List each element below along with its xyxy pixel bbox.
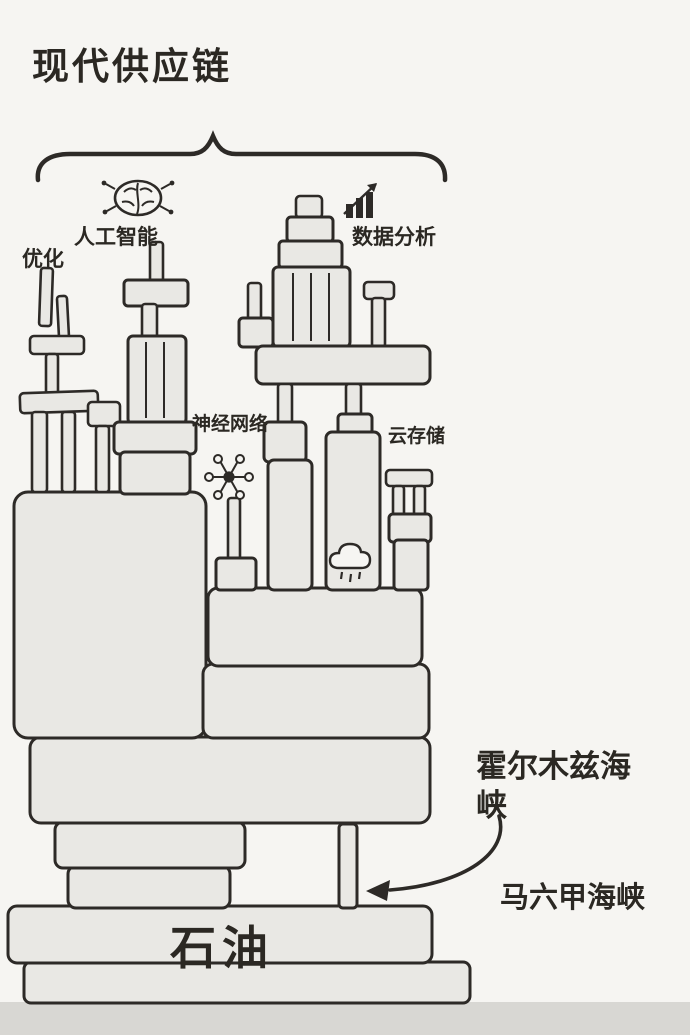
malacca-column [337,822,359,910]
ground [0,1002,690,1035]
bar-chart-icon [343,183,377,218]
page-title: 现代供应链 [32,46,232,87]
label-ai: 人工智能 [74,226,158,249]
malacca-arrow [366,814,503,901]
brain-icon [101,179,175,217]
label-neural-network: 神经网络 [192,414,269,435]
tower-blocks [6,194,472,1005]
curly-brace [35,130,448,183]
label-data-analysis: 数据分析 [352,226,436,249]
label-strait-of-hormuz: 霍尔木兹海峡 [476,749,631,823]
label-oil: 石油 [170,922,274,974]
cloud-icon [328,542,372,583]
label-strait-of-malacca: 马六甲海峡 [500,882,646,914]
label-optimization: 优化 [22,248,64,271]
label-cloud-storage: 云存储 [388,426,446,447]
molecule-icon [204,454,254,500]
